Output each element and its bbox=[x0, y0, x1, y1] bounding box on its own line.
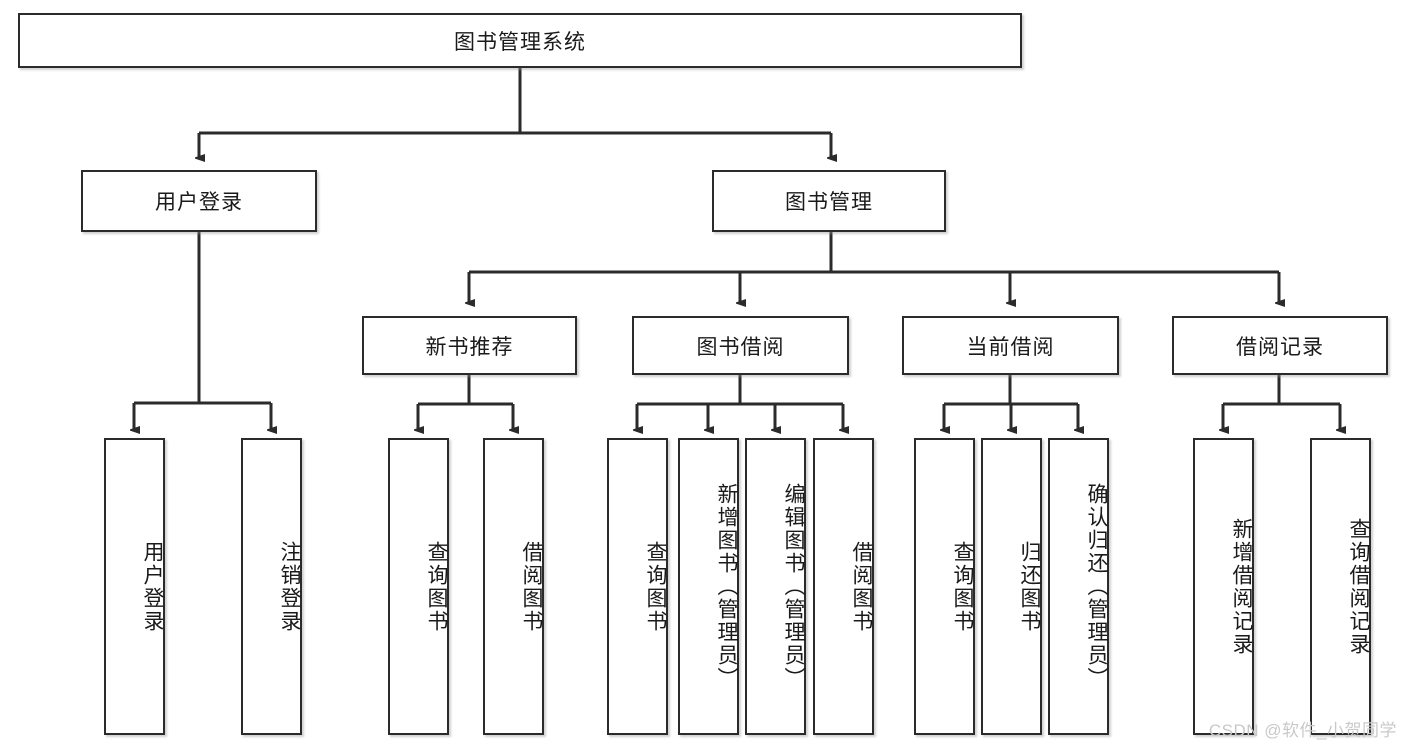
node-new-book-recommend-label: 新书推荐 bbox=[425, 335, 514, 359]
node-leaf-query-book-1[interactable]: 查询图书 bbox=[388, 438, 449, 735]
node-leaf-confirm-return[interactable]: 确认归还（管理员） bbox=[1048, 438, 1109, 735]
node-leaf-edit-book[interactable]: 编辑图书（管理员） bbox=[745, 438, 806, 735]
node-current-borrow-label: 当前借阅 bbox=[966, 335, 1055, 359]
node-leaf-return-book[interactable]: 归还图书 bbox=[981, 438, 1042, 735]
node-leaf-query-record[interactable]: 查询借阅记录 bbox=[1310, 438, 1371, 735]
node-book-borrow-label: 图书借阅 bbox=[696, 335, 785, 359]
node-leaf-add-book-label: 新增图书（管理员） bbox=[715, 483, 738, 690]
node-leaf-query-book-3-label: 查询图书 bbox=[951, 540, 974, 633]
node-leaf-add-book[interactable]: 新增图书（管理员） bbox=[678, 438, 739, 735]
node-leaf-add-record-label: 新增借阅记录 bbox=[1230, 517, 1253, 656]
node-leaf-edit-book-label: 编辑图书（管理员） bbox=[782, 483, 805, 690]
node-leaf-confirm-return-label: 确认归还（管理员） bbox=[1085, 483, 1108, 690]
node-user-login-label: 用户登录 bbox=[155, 191, 243, 214]
node-leaf-query-book-3[interactable]: 查询图书 bbox=[914, 438, 975, 735]
node-book-management[interactable]: 图书管理 bbox=[712, 170, 946, 232]
node-new-book-recommend[interactable]: 新书推荐 bbox=[362, 316, 577, 375]
node-leaf-query-record-label: 查询借阅记录 bbox=[1347, 517, 1370, 656]
node-leaf-query-book-1-label: 查询图书 bbox=[425, 540, 448, 633]
node-leaf-user-login-label: 用户登录 bbox=[141, 540, 164, 633]
node-leaf-borrow-book-2[interactable]: 借阅图书 bbox=[813, 438, 874, 735]
node-root-label: 图书管理系统 bbox=[454, 30, 586, 54]
node-current-borrow[interactable]: 当前借阅 bbox=[902, 316, 1119, 375]
node-leaf-borrow-book-1[interactable]: 借阅图书 bbox=[483, 438, 544, 735]
node-leaf-query-book-2-label: 查询图书 bbox=[644, 540, 667, 633]
node-leaf-borrow-book-2-label: 借阅图书 bbox=[850, 540, 873, 633]
node-root[interactable]: 图书管理系统 bbox=[18, 13, 1022, 68]
node-leaf-query-book-2[interactable]: 查询图书 bbox=[607, 438, 668, 735]
node-leaf-logout-login-label: 注销登录 bbox=[278, 540, 301, 633]
node-borrow-record-label: 借阅记录 bbox=[1236, 335, 1324, 359]
node-leaf-return-book-label: 归还图书 bbox=[1018, 540, 1041, 633]
node-book-borrow[interactable]: 图书借阅 bbox=[632, 316, 849, 375]
node-leaf-user-login[interactable]: 用户登录 bbox=[104, 438, 165, 735]
node-leaf-borrow-book-1-label: 借阅图书 bbox=[520, 540, 543, 633]
node-leaf-logout-login[interactable]: 注销登录 bbox=[241, 438, 302, 735]
node-user-login[interactable]: 用户登录 bbox=[81, 170, 317, 232]
node-leaf-add-record[interactable]: 新增借阅记录 bbox=[1193, 438, 1254, 735]
node-borrow-record[interactable]: 借阅记录 bbox=[1172, 316, 1388, 375]
node-book-management-label: 图书管理 bbox=[785, 191, 873, 214]
